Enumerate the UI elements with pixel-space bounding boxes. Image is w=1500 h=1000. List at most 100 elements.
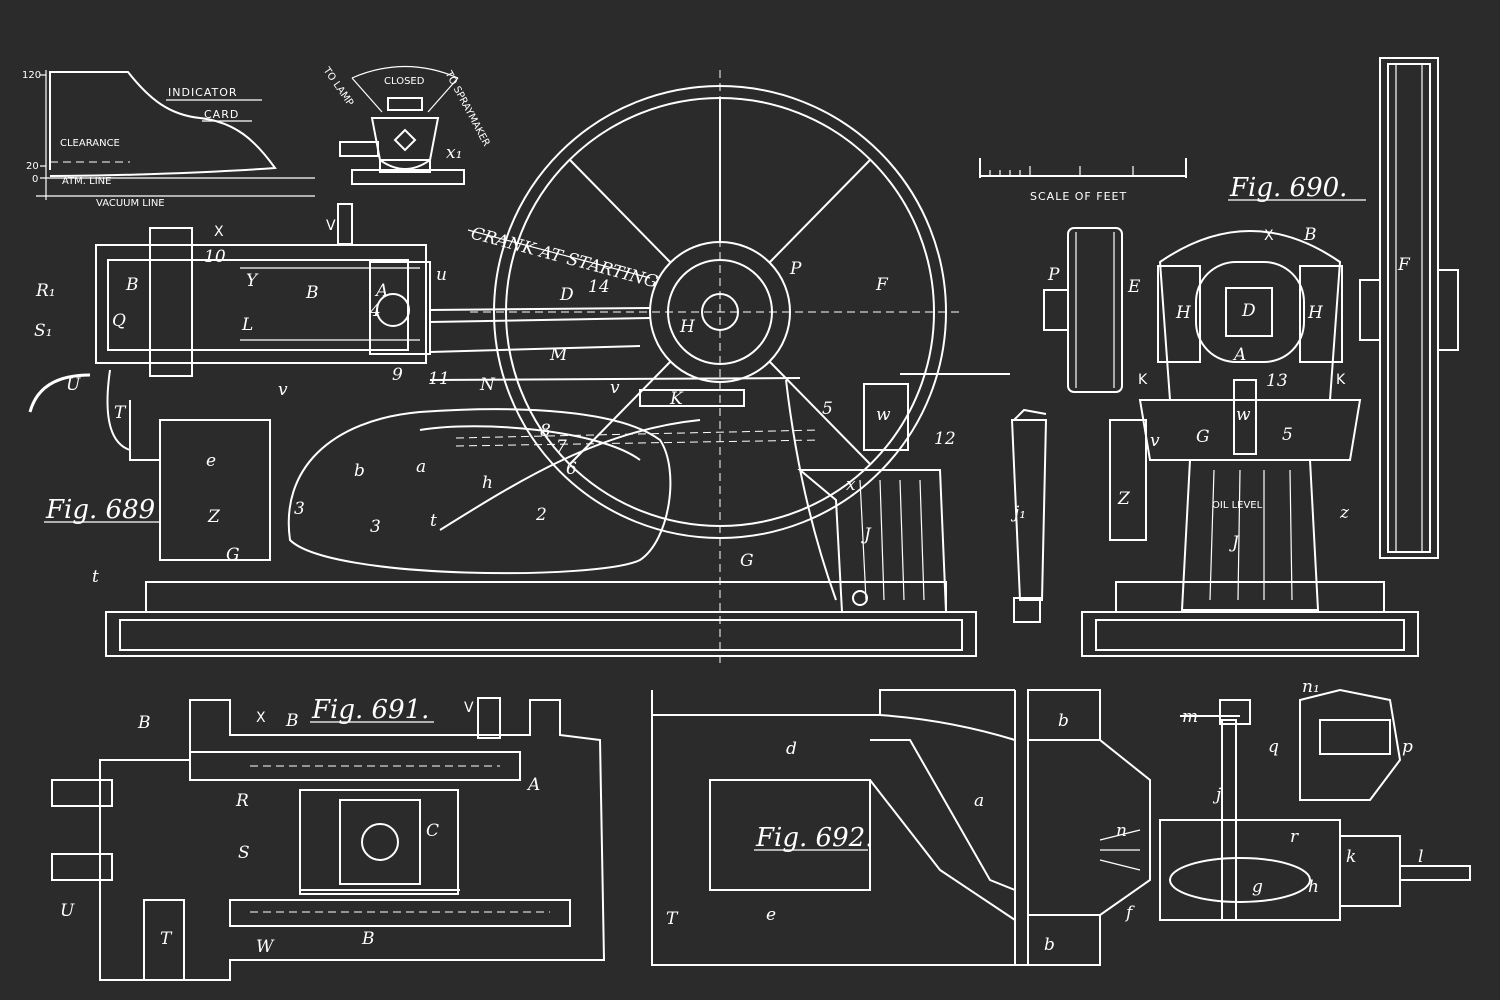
label-689-a: a <box>416 457 426 477</box>
label-689-14: 14 <box>588 277 610 297</box>
label-692-b2: b <box>1044 935 1055 955</box>
label-689-q: Q <box>112 311 126 331</box>
label-691-b3: B <box>361 929 375 949</box>
label-689-9: 9 <box>392 365 403 385</box>
label-690-a: A <box>1232 345 1246 365</box>
label-689-5: 5 <box>822 399 833 419</box>
indicator-card-title-2: CARD <box>204 108 239 121</box>
indicator-card-title-1: INDICATOR <box>168 86 238 99</box>
label-690-k2: K <box>1336 372 1346 388</box>
label-691-v: V <box>464 700 474 716</box>
label-692-q: q <box>1268 737 1279 757</box>
fig-690-end-elevation: Fig. 690. X B P E H H D A K K 13 w G v 5… <box>1043 57 1459 657</box>
label-691-b2: B <box>285 711 299 731</box>
label-690-w: w <box>1236 405 1251 425</box>
label-689-k: K <box>669 389 684 409</box>
label-689-b: b <box>354 461 365 481</box>
label-690-h2: H <box>1307 303 1324 323</box>
oil-level-label: OIL LEVEL <box>1212 500 1263 511</box>
label-692-m: m <box>1182 707 1198 727</box>
label-690-e: E <box>1127 277 1141 297</box>
label-690-g: G <box>1196 427 1210 447</box>
label-689-u: U <box>66 375 81 395</box>
label-692-a: a <box>974 791 984 811</box>
label-689-j1: j₁ <box>1010 503 1026 523</box>
label-689-l: L <box>241 315 253 335</box>
valve-x1-label: x₁ <box>446 143 462 163</box>
label-691-c: C <box>426 821 439 841</box>
label-689-8: 8 <box>540 421 551 441</box>
label-691-b1: B <box>137 713 151 733</box>
label-689-y: Y <box>246 271 259 291</box>
clearance-label: CLEARANCE <box>60 138 120 149</box>
label-691-t: T <box>160 929 173 949</box>
label-689-b1: B <box>125 275 139 295</box>
label-689-7: 7 <box>556 437 567 457</box>
label-690-v: v <box>1150 431 1160 451</box>
label-689-g2: G <box>226 545 240 565</box>
indicator-tick-20: 20 <box>26 161 39 172</box>
label-689-s1: S₁ <box>34 321 52 341</box>
label-692-d: d <box>786 739 797 759</box>
label-689-f: F <box>875 275 889 295</box>
label-689-d: D <box>559 285 574 305</box>
label-692-r: r <box>1290 827 1299 847</box>
label-692-t: T <box>666 909 679 929</box>
label-691-x: X <box>256 710 266 726</box>
label-689-w: w <box>876 405 891 425</box>
label-690-z: z <box>1339 503 1350 523</box>
label-689-6: 6 <box>566 459 577 479</box>
fig-692-vaporizer-section: Fig. 692. d b a T e b m n₁ q p n j r f g… <box>651 677 1471 966</box>
scale-of-feet-label: SCALE OF FEET <box>1030 190 1127 203</box>
label-691-a: A <box>526 775 540 795</box>
atm-line-label: ATM. LINE <box>62 176 111 187</box>
label-689-t: T <box>114 403 127 423</box>
label-692-n: n <box>1116 821 1127 841</box>
fig-691-title: Fig. 691. <box>311 695 429 725</box>
label-689-t2: t <box>430 511 437 531</box>
label-690-13: 13 <box>1266 371 1288 391</box>
indicator-tick-120: 120 <box>22 70 41 81</box>
label-690-h1: H <box>1175 303 1192 323</box>
fig-689-title: Fig. 689 <box>45 495 155 525</box>
label-689-j-cap: J <box>861 525 872 545</box>
fig-690-title: Fig. 690. <box>1229 173 1347 203</box>
label-689-11: 11 <box>428 369 450 389</box>
label-690-f: F <box>1397 255 1411 275</box>
label-690-p: P <box>1047 265 1060 285</box>
label-692-h: h <box>1308 877 1319 897</box>
label-692-j: j <box>1212 785 1222 805</box>
label-692-b1: b <box>1058 711 1069 731</box>
label-690-5: 5 <box>1282 425 1293 445</box>
label-692-n1: n₁ <box>1302 677 1320 697</box>
label-692-e: e <box>766 905 776 925</box>
label-689-x-small: x <box>846 475 856 495</box>
label-692-l: l <box>1418 847 1423 867</box>
valve-closed-label: CLOSED <box>384 76 425 87</box>
label-689-r1: R₁ <box>35 281 56 301</box>
label-690-k1: K <box>1138 372 1148 388</box>
label-689-p: P <box>789 259 802 279</box>
label-692-k: k <box>1346 847 1356 867</box>
label-689-a-cap: A <box>374 281 388 301</box>
indicator-card: 120 20 0 INDICATOR CARD CLEARANCE ATM. L… <box>22 70 315 209</box>
label-689-3b: 3 <box>370 517 381 537</box>
fig-692-title: Fig. 692. <box>755 823 873 853</box>
vacuum-line-label: VACUUM LINE <box>96 198 165 209</box>
label-689-x: X <box>214 224 224 240</box>
label-692-g: g <box>1252 877 1263 897</box>
label-690-z-cap: Z <box>1117 489 1131 509</box>
label-690-b: B <box>1303 225 1317 245</box>
label-692-f: f <box>1124 903 1135 923</box>
label-689-b2: B <box>305 283 319 303</box>
label-689-n: N <box>479 375 496 395</box>
label-689-v2: v <box>610 378 620 398</box>
label-689-z: Z <box>207 507 221 527</box>
label-689-h-cap: H <box>679 317 696 337</box>
label-690-d: D <box>1241 301 1256 321</box>
label-691-s: S <box>238 843 250 863</box>
label-689-t1: t <box>92 567 99 587</box>
label-689-e: e <box>206 451 216 471</box>
label-691-w: W <box>256 937 275 957</box>
